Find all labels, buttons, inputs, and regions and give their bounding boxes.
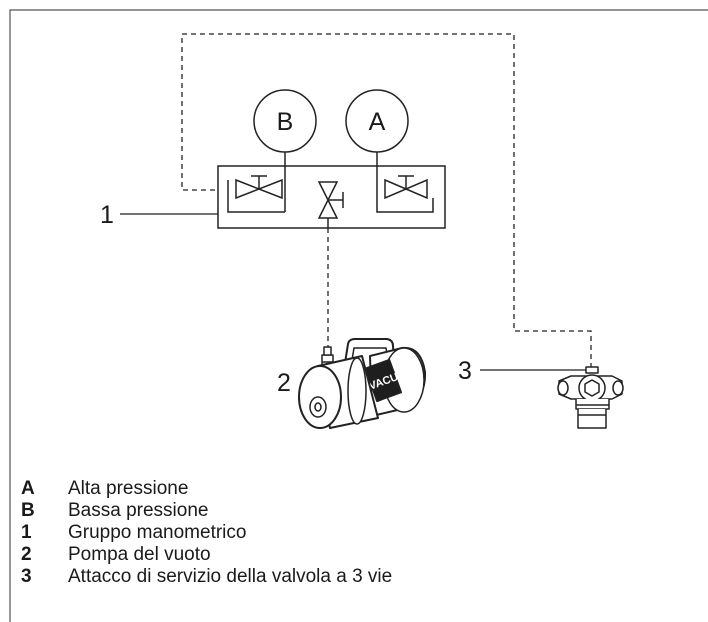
- legend-item: 1 Gruppo manometrico: [21, 522, 392, 544]
- legend-key: A: [21, 478, 35, 499]
- legend-key: 3: [21, 566, 32, 587]
- legend-key: 1: [21, 522, 32, 543]
- gauge-a: [345, 89, 409, 153]
- legend-text: Pompa del vuoto: [68, 544, 211, 565]
- valve-right: [376, 175, 434, 213]
- legend-item: A Alta pressione: [21, 478, 392, 500]
- legend-text: Gruppo manometrico: [68, 522, 247, 543]
- service-valve: [557, 366, 624, 429]
- valve-center: [317, 181, 344, 228]
- gauge-a-label: A: [369, 108, 386, 136]
- legend-key: B: [21, 500, 35, 521]
- legend-item: 3 Attacco di servizio della valvola a 3 v…: [21, 566, 392, 588]
- legend-key: 2: [21, 544, 32, 565]
- gauge-b: [253, 89, 317, 153]
- legend-text: Attacco di servizio della valvola a 3 vi…: [68, 566, 393, 587]
- gauge-b-label: B: [277, 108, 294, 136]
- callout-1: 1: [100, 201, 114, 229]
- callout-2: 2: [277, 369, 291, 397]
- vacuum-pump: VACU: [298, 338, 427, 429]
- callout-3: 3: [458, 357, 472, 385]
- legend-item: 2 Pompa del vuoto: [21, 544, 392, 566]
- hose-high-side: [181, 33, 592, 367]
- legend: A Alta pressione B Bassa pressione 1 Gruppo…: [21, 478, 392, 588]
- legend-item: B Bassa pressione: [21, 500, 392, 522]
- frame-border: [9, 9, 708, 622]
- legend-text: Alta pressione: [68, 478, 189, 499]
- legend-text: Bassa pressione: [68, 500, 209, 521]
- valve-left: [227, 175, 285, 213]
